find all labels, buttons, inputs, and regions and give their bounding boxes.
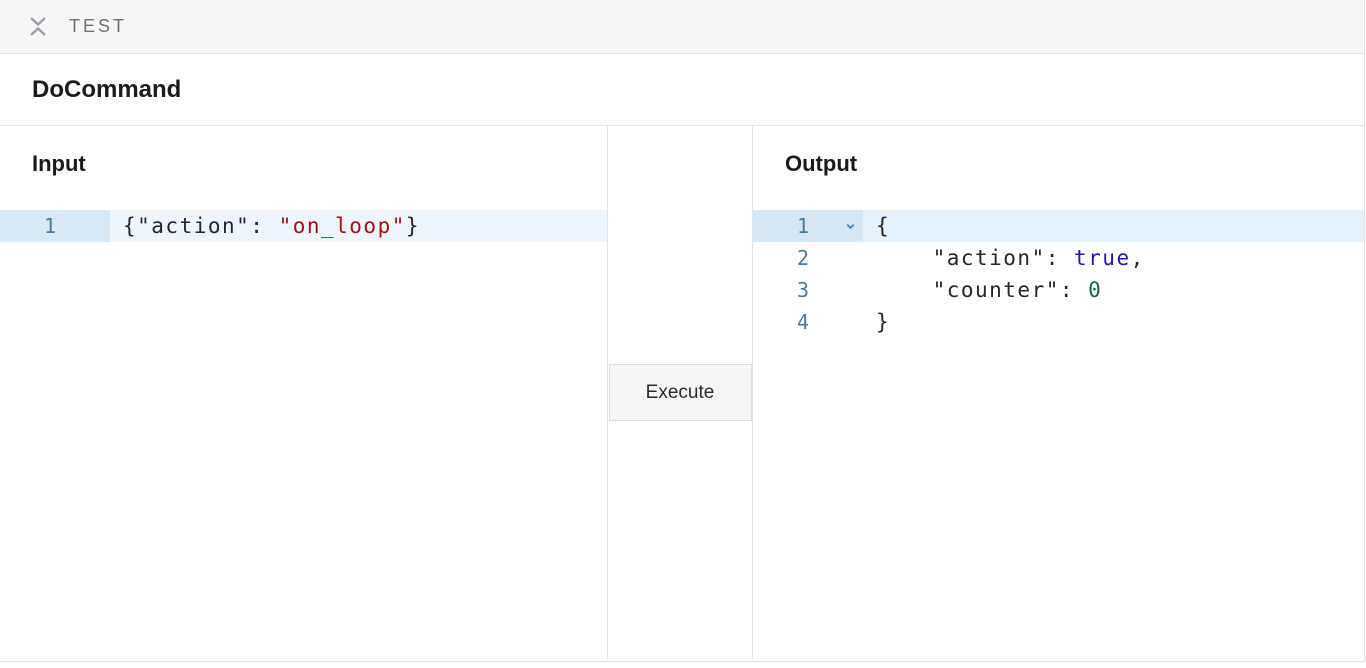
code-line-text: { (876, 214, 891, 238)
code-line-text: } (876, 310, 891, 334)
command-title: DoCommand (32, 75, 182, 103)
test-section-label: TEST (69, 16, 128, 36)
execute-button[interactable]: Execute (608, 364, 752, 421)
editor-gutter: 1 (0, 210, 110, 242)
collapse-vertical-icon[interactable] (27, 14, 49, 39)
input-panel: Input 1 {"action": "on_loop"} (0, 126, 608, 659)
line-number: 2 (796, 246, 809, 270)
editor-gutter: 3 (753, 274, 863, 306)
input-panel-title: Input (32, 151, 86, 176)
output-panel: Output 1{2 "action": true,3 "counter": 0… (753, 126, 1364, 659)
code-line-text: "action": true, (876, 246, 1145, 270)
fold-chevron-down-icon[interactable] (809, 220, 863, 233)
code-line: 3 "counter": 0 (753, 274, 1364, 306)
code-line-text: "counter": 0 (876, 278, 1103, 302)
code-line-text: {"action": "on_loop"} (123, 214, 421, 238)
line-number: 1 (796, 214, 809, 238)
line-number: 4 (796, 310, 809, 334)
code-line: 4} (753, 306, 1364, 338)
line-number: 1 (43, 214, 56, 238)
output-panel-title: Output (785, 151, 858, 176)
code-line[interactable]: 1 {"action": "on_loop"} (0, 210, 607, 242)
input-editor[interactable]: 1 {"action": "on_loop"} (0, 210, 607, 242)
editor-gutter: 1 (753, 210, 863, 242)
editor-gutter: 4 (753, 306, 863, 338)
editor-gutter: 2 (753, 242, 863, 274)
test-main-area: Input 1 {"action": "on_loop"} Execute Out… (0, 126, 1364, 659)
code-line: 1{ (753, 210, 1364, 242)
test-header-bar: TEST (0, 0, 1364, 54)
line-number: 3 (796, 278, 809, 302)
code-line: 2 "action": true, (753, 242, 1364, 274)
command-title-row: DoCommand (0, 54, 1364, 126)
execute-column: Execute (608, 126, 753, 659)
